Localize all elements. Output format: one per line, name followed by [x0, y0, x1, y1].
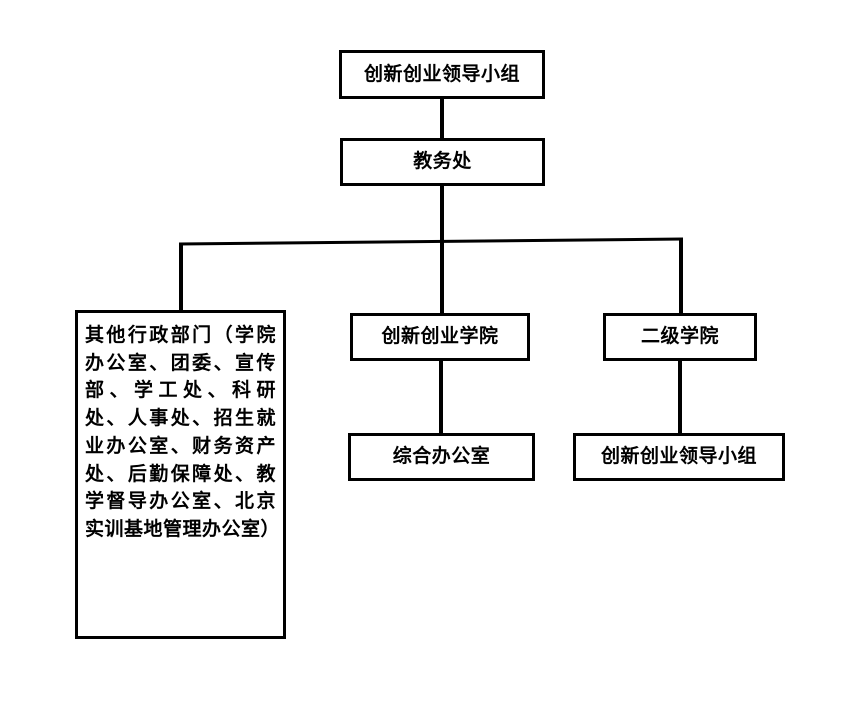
node-secondary-college[interactable]: 二级学院: [603, 313, 757, 361]
node-secondary-college-label: 二级学院: [640, 325, 719, 348]
connector-leading-group-to-academic-affairs: [440, 98, 444, 140]
node-academic-affairs[interactable]: 教务处: [340, 138, 545, 186]
node-other-administrative-departments-label: 其他行政部门（学院办公室、团委、宣传部、学工处、科研处、人事处、招生就业办公室、…: [85, 324, 281, 541]
connector-innovation-college-to-general-office: [439, 359, 443, 435]
node-academic-affairs-label: 教务处: [413, 150, 472, 173]
node-general-office-label: 综合办公室: [392, 445, 491, 468]
node-other-administrative-departments[interactable]: 其他行政部门（学院办公室、团委、宣传部、学工处、科研处、人事处、招生就业办公室、…: [75, 310, 286, 639]
node-leading-group-top[interactable]: 创新创业领导小组: [339, 50, 545, 99]
node-innovation-entrepreneurship-college[interactable]: 创新创业学院: [350, 313, 530, 361]
connector-bus-to-other-admin: [179, 243, 183, 312]
connector-academic-affairs-trunk: [440, 184, 444, 315]
node-leading-group-top-label: 创新创业领导小组: [363, 62, 520, 85]
node-leading-group-bottom-label: 创新创业领导小组: [600, 445, 757, 468]
connector-horizontal-bus: [178, 237, 684, 246]
connector-secondary-college-to-leading-group: [678, 359, 682, 435]
node-leading-group-bottom[interactable]: 创新创业领导小组: [573, 433, 785, 481]
node-innovation-entrepreneurship-college-label: 创新创业学院: [381, 325, 499, 348]
node-general-office[interactable]: 综合办公室: [348, 433, 535, 481]
connector-bus-to-secondary-college: [679, 238, 683, 314]
